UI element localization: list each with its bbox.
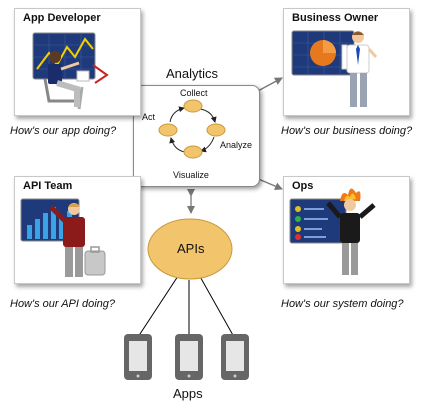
business-owner-title: Business Owner [292, 12, 379, 24]
api-team-question: How's our API doing? [10, 298, 116, 310]
analytics-title: Analytics [166, 66, 219, 81]
persona-card-app-developer: App Developer [14, 8, 141, 116]
persona-card-business-owner: Business Owner [283, 8, 410, 116]
cycle-label-act: Act [142, 112, 156, 122]
cycle-label-collect: Collect [180, 88, 208, 98]
apps-label: Apps [173, 386, 203, 401]
link-apis-phone-1 [137, 272, 181, 338]
cycle-label-analyze: Analyze [220, 140, 253, 150]
analytics-cycle [158, 99, 226, 159]
cycle-node-act [158, 123, 178, 137]
persona-card-api-team: API Team [14, 176, 141, 284]
arrow-to-business-owner [255, 77, 283, 93]
app-developer-question: How's our app doing? [10, 125, 117, 137]
cycle-arrow-analyze-visualize [200, 136, 215, 153]
business-owner-question: How's our business doing? [281, 125, 413, 137]
business-owner-illustration [291, 30, 378, 107]
cycle-node-analyze [206, 123, 226, 137]
cycle-arrow-collect-analyze [199, 108, 217, 123]
app-developer-title: App Developer [23, 12, 101, 24]
persona-card-ops: Ops [283, 176, 410, 284]
arrow-to-ops [255, 177, 283, 190]
ops-question: How's our system doing? [281, 298, 404, 310]
app-developer-illustration [32, 32, 109, 110]
cycle-label-visualize: Visualize [173, 170, 209, 180]
ops-title: Ops [292, 180, 314, 192]
api-team-title: API Team [23, 180, 73, 192]
cycle-arrow-visualize-act [169, 137, 186, 153]
cycle-node-visualize [183, 145, 203, 159]
cycle-arrow-act-collect [169, 106, 185, 123]
link-apis-phone-3 [197, 272, 235, 338]
api-team-illustration [20, 198, 106, 277]
cycle-node-collect [183, 99, 203, 113]
ops-illustration [289, 188, 376, 275]
analytics-hub: Collect Analyze Visualize Act [133, 85, 260, 187]
apis-label: APIs [177, 241, 205, 256]
